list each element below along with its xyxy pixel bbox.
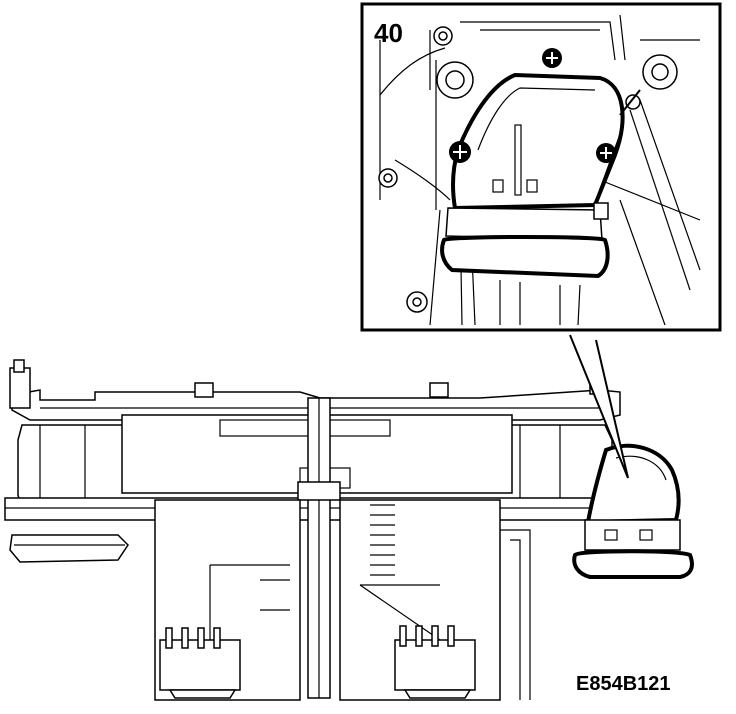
grille-right: [394, 625, 476, 699]
screw-icon: [542, 48, 562, 68]
bolt-icon: [436, 61, 474, 99]
air-duct-detail: [440, 72, 625, 279]
callout-number: 40: [374, 18, 403, 48]
bolt-icon: [433, 26, 453, 46]
grille-left: [159, 627, 241, 699]
detail-inset: 40: [360, 2, 722, 332]
bolt-icon: [625, 94, 641, 110]
figure-code: E854B121: [576, 673, 671, 695]
bolt-icon: [642, 54, 678, 90]
air-duct-installed: [572, 443, 694, 579]
bolt-icon: [406, 291, 428, 313]
bolt-icon: [378, 168, 398, 188]
cooling-fins: [370, 504, 395, 576]
heater-assembly: [4, 359, 626, 701]
callout-leader: [569, 334, 629, 479]
screw-icon: [449, 141, 471, 163]
